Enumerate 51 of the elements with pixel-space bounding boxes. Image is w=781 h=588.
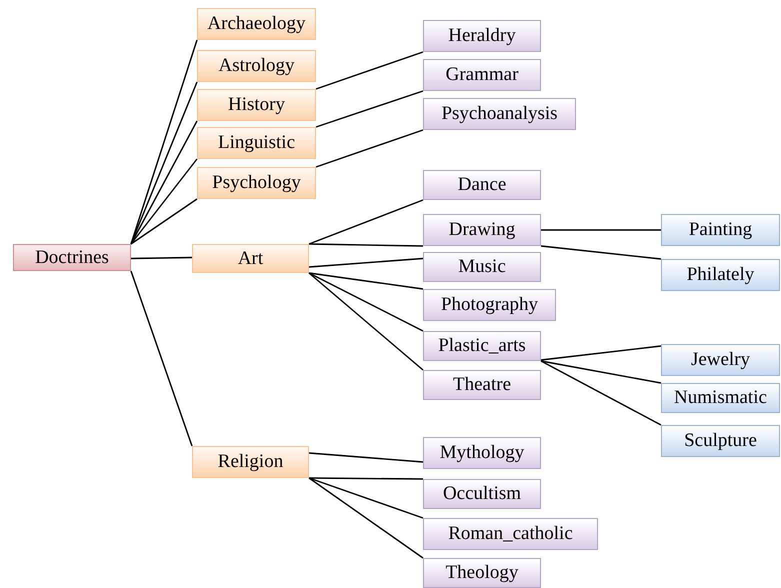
topic-box: Plastic_arts [423,331,541,361]
topic-box: Grammar [423,59,541,91]
connector-line [308,477,424,519]
topic-box: Jewelry [661,344,780,376]
topic-box: Doctrines [13,244,131,271]
topic-box: Linguistic [197,127,316,159]
topic-box: Theatre [423,370,541,400]
connector-line [316,51,424,90]
topic-box: Roman_catholic [423,518,598,550]
topic-box: Painting [661,214,780,246]
connector-line [540,245,662,260]
connector-line [309,477,423,480]
connector-line [308,199,424,245]
connector-line [308,272,424,371]
connector-line [308,243,424,247]
topic-box: Art [192,244,309,273]
topic-box: Philately [661,259,780,291]
topic-box: Drawing [423,214,541,246]
connector-line [130,198,198,245]
connector-line [540,360,662,426]
connector-line [316,90,424,128]
connector-line [130,270,193,446]
connector-line [308,258,424,268]
connector-line [308,272,424,332]
connector-line [308,452,424,463]
connector-line [130,120,198,244]
topic-box: Psychoanalysis [423,98,576,130]
topic-box: History [197,89,316,121]
topic-box: Music [423,252,541,282]
connector-line [308,272,424,290]
connector-line [540,345,662,361]
topic-box: Archaeology [197,8,316,40]
connector-line [130,256,192,260]
topic-box: Astrology [197,50,316,82]
connector-line [130,40,198,244]
topic-box: Religion [192,446,309,478]
connector-line [541,229,661,231]
connector-line [130,158,198,244]
connector-line [316,129,424,168]
topic-box: Mythology [423,437,541,469]
topic-box: Photography [423,289,556,321]
topic-box: Occultism [423,479,541,509]
topic-box: Theology [423,558,541,588]
topic-box: Sculpture [661,425,780,457]
topic-box: Heraldry [423,20,541,52]
topic-box: Psychology [197,167,316,199]
topic-box: Numismatic [661,383,780,413]
connector-line [130,82,198,244]
connector-line [540,360,662,384]
connector-line [308,477,424,559]
topic-box: Dance [423,170,541,200]
